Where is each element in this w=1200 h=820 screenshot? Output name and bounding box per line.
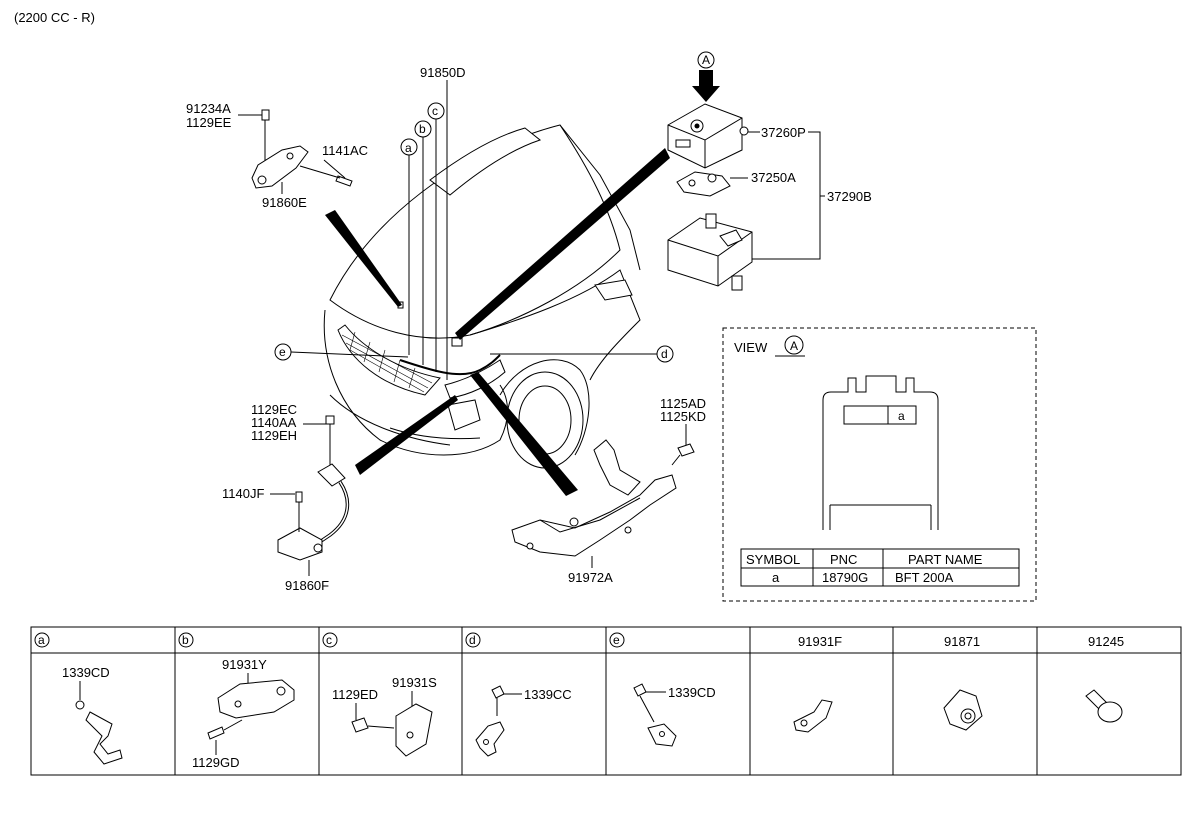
svg-text:c: c: [326, 633, 332, 647]
svg-text:c: c: [432, 104, 438, 118]
header-circle-c: [322, 632, 338, 648]
table-cell-symbol: a: [772, 570, 780, 585]
cell-b-label-1: 91931Y: [222, 657, 267, 672]
cell-a-part: [75, 700, 123, 765]
label-1141ac: 1141AC: [322, 143, 368, 158]
table-header-pnc: PNC: [830, 552, 857, 567]
view-circle: [784, 335, 804, 355]
label-91972a: 91972A: [568, 570, 613, 585]
table-header-part-name: PART NAME: [908, 552, 983, 567]
svg-text:a: a: [38, 633, 45, 647]
leader-wedges: [325, 148, 670, 496]
label-1129ee: 1129EE: [186, 115, 232, 130]
terminal-37250a: [676, 171, 731, 197]
cell-c-label-2: 91931S: [392, 675, 437, 690]
svg-text:a: a: [405, 141, 412, 155]
label-1129eh: 1129EH: [251, 428, 297, 443]
header-circle-b: [178, 632, 194, 648]
cell-b-label-2: 1129GD: [192, 755, 239, 770]
svg-text:d: d: [661, 347, 668, 361]
view-title: VIEW: [734, 340, 768, 355]
label-37250a: 37250A: [751, 170, 796, 185]
label-91860e: 91860E: [262, 195, 307, 210]
header-circle-e: [609, 632, 625, 648]
symbol-table: [740, 548, 1020, 587]
svg-text:b: b: [419, 122, 426, 136]
fuse-top-view: [822, 375, 939, 530]
view-box-label: a: [898, 409, 905, 423]
cell-a-label: 1339CD: [62, 665, 110, 680]
header-91931f: 91931F: [798, 634, 842, 649]
cell-b-part: [207, 679, 295, 740]
vehicle-outline: [323, 124, 641, 469]
cell-91245-part: [1085, 689, 1123, 723]
label-37260p: 37260P: [761, 125, 806, 140]
fuse-cover-37260p: [667, 103, 749, 169]
header-circle-a: [34, 632, 50, 648]
label-1125ad: 1125AD: [660, 396, 706, 411]
cell-91871-part: [943, 689, 983, 731]
bottom-parts-table: [30, 626, 1182, 776]
header-91871: 91871: [944, 634, 980, 649]
cell-e-label: 1339CD: [668, 685, 716, 700]
cable-91860f: [277, 415, 350, 561]
header-circle-d: [465, 632, 481, 648]
engine-note: (2200 CC - R): [14, 10, 95, 25]
svg-text:e: e: [279, 345, 286, 359]
svg-text:e: e: [613, 633, 620, 647]
bracket-91860e: [251, 109, 353, 194]
label-1140aa: 1140AA: [251, 415, 297, 430]
cell-91931f-part: [793, 699, 833, 733]
label-91850d: 91850D: [420, 65, 466, 80]
label-1129ec: 1129EC: [251, 402, 297, 417]
header-91245: 91245: [1088, 634, 1124, 649]
cell-d-part: [475, 685, 505, 757]
svg-text:b: b: [182, 633, 189, 647]
arrow-a-circle: [697, 51, 715, 69]
cell-d-label: 1339CC: [524, 687, 572, 702]
fuse-box-37290b: [667, 213, 753, 291]
table-cell-part-name: BFT 200A: [895, 570, 954, 585]
label-1140jf: 1140JF: [222, 486, 264, 501]
table-header-symbol: SYMBOL: [746, 552, 800, 567]
label-91234a: 91234A: [186, 101, 231, 116]
protector-91972a: [511, 439, 677, 557]
arrow-a-icon: [692, 70, 720, 102]
table-cell-pnc: 18790G: [822, 570, 868, 585]
cell-c-part: [351, 703, 433, 757]
label-37290b: 37290B: [827, 189, 872, 204]
cell-e-part: [633, 683, 677, 747]
label-91860f: 91860F: [285, 578, 329, 593]
svg-text:A: A: [702, 53, 710, 67]
cell-c-label-1: 1129ED: [332, 687, 378, 702]
view-a-panel: [722, 327, 1037, 602]
label-1125kd: 1125KD: [660, 409, 706, 424]
svg-text:A: A: [790, 339, 798, 353]
svg-text:d: d: [469, 633, 476, 647]
